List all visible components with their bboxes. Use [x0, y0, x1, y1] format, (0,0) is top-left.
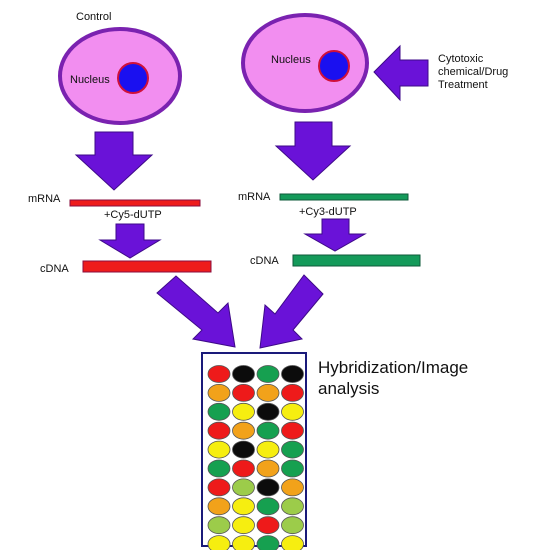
control-down-arrow — [74, 131, 154, 191]
microarray-spots — [207, 365, 304, 553]
control-label: Control — [76, 11, 111, 23]
microarray-spot — [207, 478, 231, 497]
cy5-label: +Cy5-dUTP — [104, 209, 162, 221]
microarray-spot — [232, 440, 255, 459]
treated-nucleus-label: Nucleus — [271, 54, 311, 66]
mrna-left-bar — [69, 199, 201, 207]
microarray-spot — [256, 383, 280, 402]
microarray-spot — [281, 421, 304, 440]
microarray-spot — [207, 365, 231, 383]
microarray-spot — [207, 516, 231, 535]
microarray-spot — [256, 440, 280, 459]
microarray-spot — [232, 535, 255, 553]
microarray-spot — [256, 535, 280, 553]
treatment-arrow — [373, 44, 429, 102]
treatment-label-line2: chemical/Drug — [438, 66, 508, 78]
treatment-label-line1: Cytotoxic — [438, 53, 484, 65]
treated-down-arrow — [274, 121, 352, 181]
control-nucleus-label: Nucleus — [70, 74, 110, 86]
microarray-spot — [207, 440, 231, 459]
microarray-spot — [207, 459, 231, 478]
microarray-spot — [281, 365, 304, 383]
microarray-spot — [232, 516, 255, 535]
microarray-spot — [232, 365, 255, 383]
microarray-spot — [281, 459, 304, 478]
microarray-spot — [207, 421, 231, 440]
cdna-left-bar — [82, 260, 212, 273]
microarray-spot — [281, 440, 304, 459]
mrna-right-label: mRNA — [238, 191, 271, 203]
microarray-spot — [207, 383, 231, 402]
microarray-spot — [256, 421, 280, 440]
microarray-spot — [232, 383, 255, 402]
mrna-right-bar — [279, 193, 409, 201]
right-converging-arrow — [259, 274, 324, 349]
microarray-spot — [207, 497, 231, 516]
microarray-spot — [281, 535, 304, 553]
cdna-left-label: cDNA — [40, 263, 69, 275]
microarray-spot — [232, 402, 255, 421]
treated-nucleus — [318, 50, 350, 82]
mrna-left-label: mRNA — [28, 193, 61, 205]
left-converging-arrow — [156, 275, 236, 348]
microarray-spot — [207, 535, 231, 553]
microarray-spot — [281, 516, 304, 535]
microarray-spot — [232, 478, 255, 497]
hybridization-label-line1: Hybridization/Image — [318, 358, 468, 377]
cdna-right-label: cDNA — [250, 255, 279, 267]
cdna-right-bar — [292, 254, 421, 267]
control-nucleus — [117, 62, 149, 94]
microarray-spot — [207, 402, 231, 421]
microarray-spot — [281, 497, 304, 516]
microarray-spot — [256, 459, 280, 478]
cy3-labeling-arrow — [303, 218, 367, 252]
hybridization-label-line2: analysis — [318, 379, 379, 398]
cy5-labeling-arrow — [98, 223, 162, 259]
cy3-label: +Cy3-dUTP — [299, 206, 357, 218]
microarray-spot — [256, 497, 280, 516]
treated-cell — [241, 13, 369, 113]
microarray-spot — [256, 478, 280, 497]
microarray-spot — [281, 383, 304, 402]
treatment-label-line3: Treatment — [438, 79, 488, 91]
microarray-spot — [232, 459, 255, 478]
microarray-spot — [281, 402, 304, 421]
microarray-spot — [232, 497, 255, 516]
microarray-spot — [281, 478, 304, 497]
microarray-spot — [256, 516, 280, 535]
microarray-spot — [256, 402, 280, 421]
microarray-spot — [232, 421, 255, 440]
microarray-spot — [256, 365, 280, 383]
